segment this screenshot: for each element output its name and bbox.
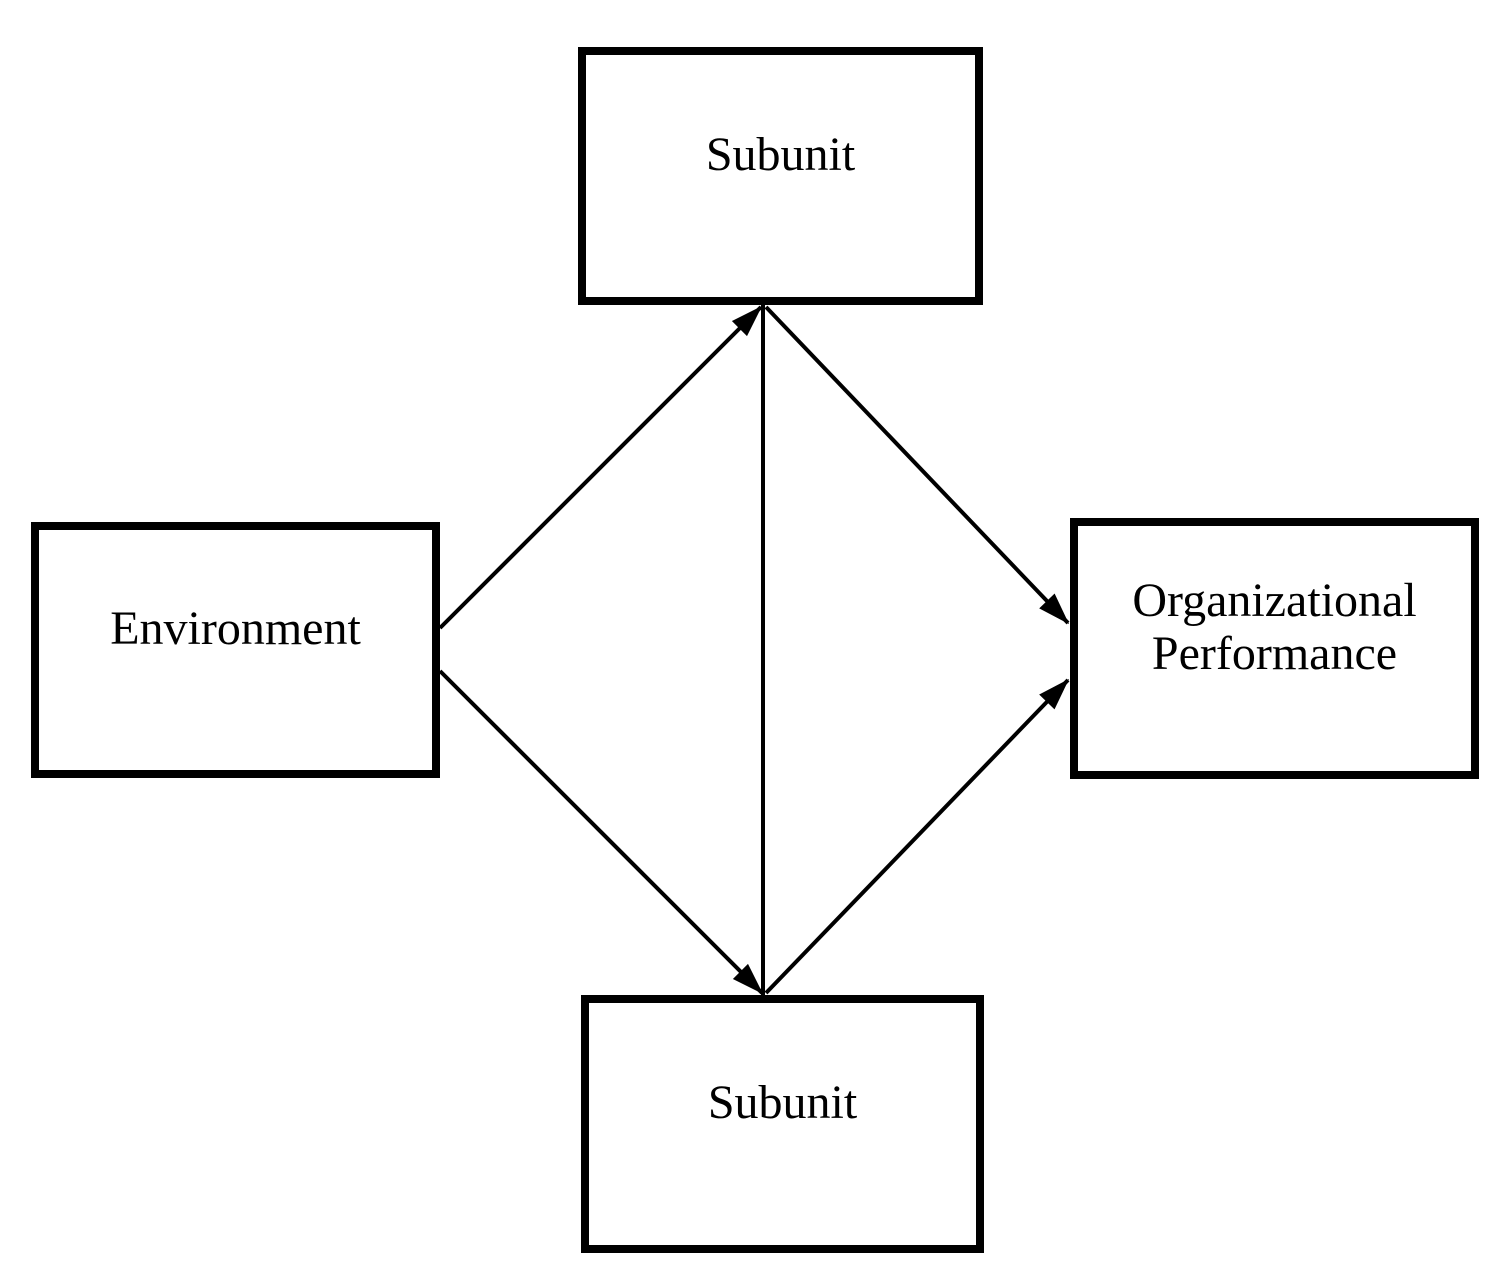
node-subunit-bottom: Subunit xyxy=(581,995,984,1253)
edge-subunit-bottom-to-org-performance xyxy=(764,678,1070,995)
node-organizational-performance-label-line1: Organizational xyxy=(1132,573,1417,627)
node-subunit-bottom-label: Subunit xyxy=(707,1075,858,1129)
edge-environment-to-subunit-bottom xyxy=(438,669,764,995)
node-organizational-performance-label-line2: Performance xyxy=(1151,626,1398,680)
node-subunit-top: Subunit xyxy=(578,47,983,305)
node-environment-label: Environment xyxy=(110,601,361,655)
edge-subunit-top-to-org-performance xyxy=(764,305,1070,625)
node-organizational-performance: Organizational Performance xyxy=(1070,518,1479,779)
node-subunit-top-label: Subunit xyxy=(705,127,856,181)
edge-environment-to-subunit-top xyxy=(438,305,763,630)
node-environment: Environment xyxy=(31,522,440,778)
